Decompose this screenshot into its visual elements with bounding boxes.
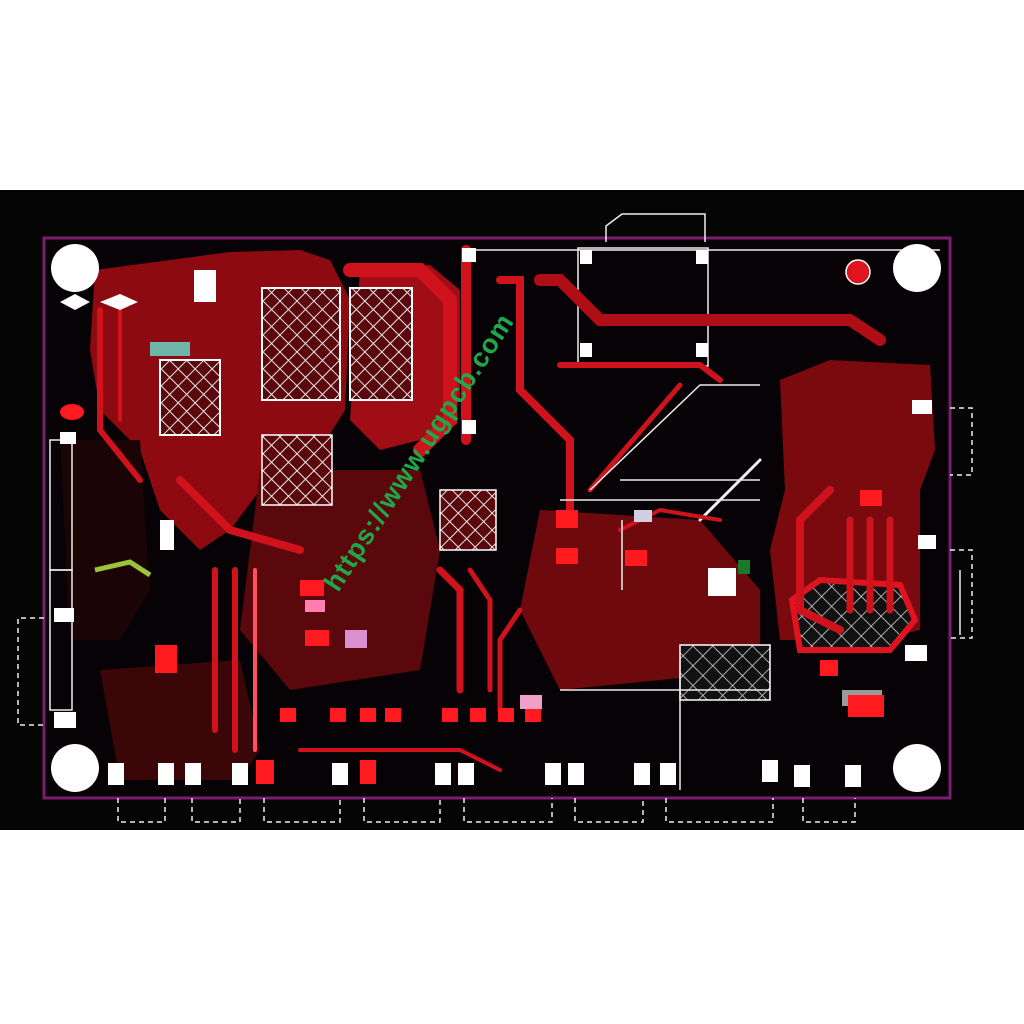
hatched-planes: [159, 287, 919, 701]
copper-traces: [97, 245, 894, 772]
pcb-board-frame: https://www.ugpcb.com: [0, 190, 1024, 830]
top-connector-outline: [605, 213, 706, 242]
misc-components: [94, 342, 750, 709]
silkscreen-lines: [49, 249, 961, 790]
bottom-connectors: [117, 798, 856, 823]
copper-pads: [60, 404, 884, 784]
pcb-layout-graphic: [17, 213, 973, 823]
mounting-holes: [51, 244, 941, 792]
side-connectors: [17, 407, 973, 726]
test-point-pad: [845, 259, 871, 285]
